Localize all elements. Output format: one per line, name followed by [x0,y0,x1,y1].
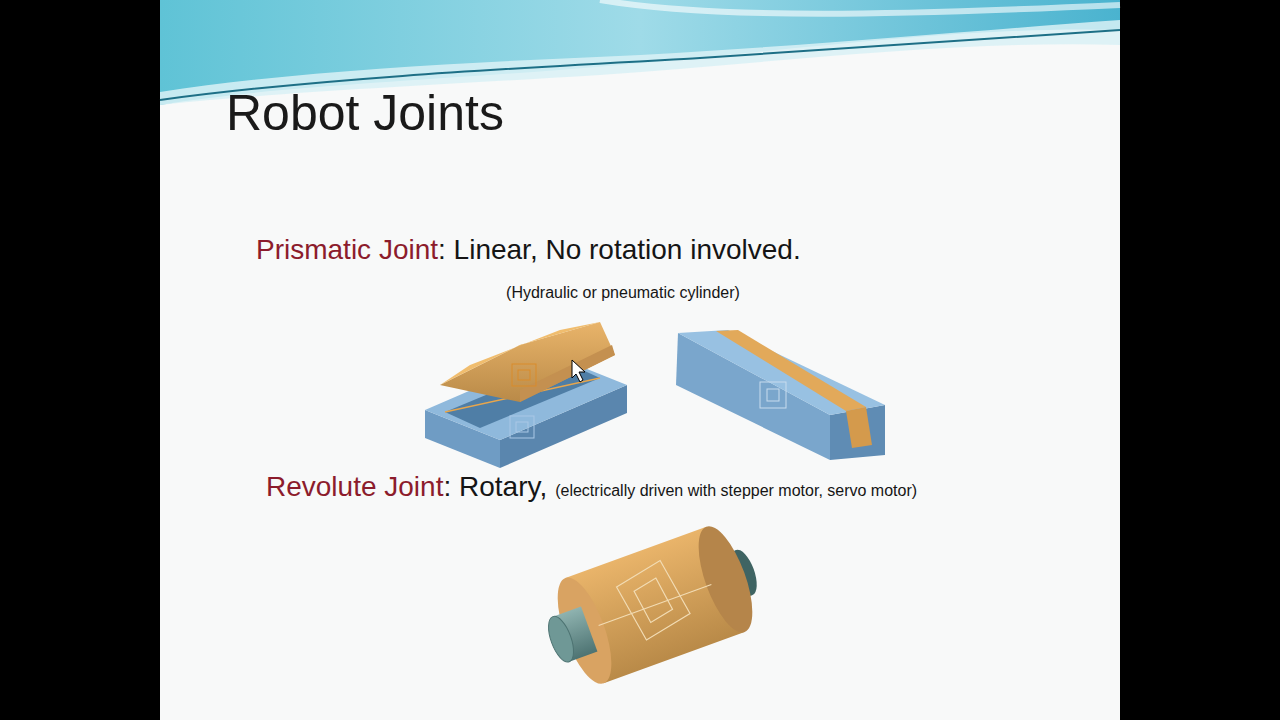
prismatic-joint-closed [676,330,885,460]
note-text: (electrically driven with stepper motor,… [555,482,917,500]
slide-title: Robot Joints [226,84,504,142]
joint-name: Prismatic Joint [256,234,438,266]
joint-name: Revolute Joint [266,471,443,503]
text-row: Prismatic Joint: Linear, No rotation inv… [256,234,801,266]
joint-description: : Linear, No rotation involved. [438,234,801,266]
revolute-joint [532,516,772,695]
text-row: (Hydraulic or pneumatic cylinder) [506,284,740,302]
note-text: (Hydraulic or pneumatic cylinder) [506,284,740,302]
text-row: Revolute Joint: Rotary, (electrically dri… [266,471,917,503]
joint-description: : Rotary, [443,471,547,503]
slide-background [160,0,1120,720]
prismatic-joint-open [425,322,627,468]
mouse-cursor [572,360,585,382]
